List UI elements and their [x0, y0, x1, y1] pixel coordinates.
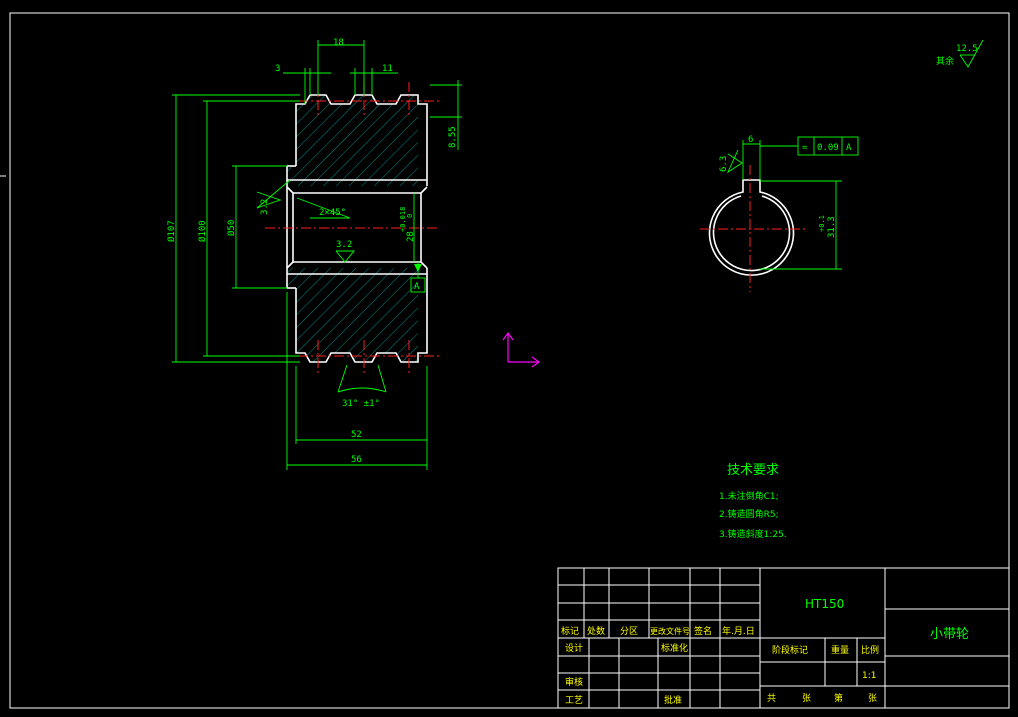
- dim-width-outer: 56: [351, 455, 362, 465]
- chamfer-tl: [286, 186, 294, 194]
- dim-groove-angle: 31° ±1°: [342, 399, 380, 409]
- keyway-width: 6: [748, 135, 753, 145]
- dim-bore-fit: 28: [406, 231, 416, 242]
- tol-datum: A: [846, 143, 852, 153]
- weight-label: 重量: [831, 644, 849, 656]
- dim-width-inner: 52: [351, 430, 362, 440]
- remainder-label: 其余: [936, 55, 954, 67]
- rev-header-5: 年.月.日: [722, 625, 755, 637]
- pulley-section-view: [265, 82, 440, 375]
- material: HT150: [805, 597, 844, 611]
- dim-bore-tol-lower: 0: [406, 214, 414, 218]
- dim-top-right: 11: [382, 64, 393, 74]
- scale-value: 1:1: [862, 671, 876, 681]
- standardize-label: 标准化: [661, 642, 688, 654]
- remainder-value: 12.5: [956, 44, 978, 54]
- roughness-left-symbol: [256, 179, 291, 209]
- ucs-icon: [502, 331, 541, 368]
- bore-keyway-outer: [708, 179, 795, 276]
- rev-header-0: 标记: [561, 625, 579, 637]
- part-name: 小带轮: [930, 627, 969, 642]
- upper-hatch: [287, 95, 418, 186]
- dim-dia-outer: Ø107: [166, 220, 177, 242]
- lower-hatch: [287, 268, 418, 362]
- tol-value: 0.09: [817, 143, 839, 153]
- sheet-3: 张: [868, 693, 877, 704]
- chamfer-bl: [286, 261, 294, 269]
- tech-item-2: 2.铸造圆角R5;: [719, 508, 779, 520]
- sheet-2: 第: [834, 692, 843, 704]
- dim-top-pitch: 18: [333, 38, 344, 48]
- sheet-1: 张: [802, 693, 811, 704]
- tech-item-1: 1.未注倒角C1;: [719, 490, 779, 502]
- tech-item-3: 3.铸造斜度1:25.: [719, 528, 787, 540]
- chamfer-br: [420, 261, 428, 269]
- remainder-roughness: 其余 12.5: [936, 39, 984, 68]
- dim-dia-hub: Ø50: [226, 220, 237, 236]
- dim-bore-tol-upper: +0.018: [399, 207, 407, 232]
- chamfer-tr: [420, 186, 428, 194]
- rev-header-4: 签名: [694, 625, 712, 637]
- stage-mark: 阶段标记: [772, 644, 808, 656]
- review-label: 审核: [565, 676, 583, 688]
- roughness-bore-symbol: [335, 250, 355, 263]
- main-dimensions: 18 3 11 8.55 Ø107 Ø100 Ø50 3.2: [166, 38, 462, 470]
- keyway-section: 6 6.3 = 0.09 A 31.3 +0.1: [700, 135, 859, 292]
- roughness-bore: 3.2: [336, 240, 352, 250]
- keyway-depth: 31.3: [827, 216, 837, 238]
- design-label: 设计: [565, 642, 583, 654]
- rev-header-2: 分区: [620, 626, 638, 637]
- sheet-border: [9, 12, 1010, 709]
- dim-dia-pitch: Ø100: [197, 220, 208, 242]
- title-block: 标记 处数 分区 更改文件号 签名 年.月.日 设计 标准化 审核 工艺 批准 …: [557, 567, 1010, 709]
- keyway-roughness: 6.3: [719, 156, 729, 172]
- datum-label: A: [414, 282, 420, 292]
- dim-top-left: 3: [275, 64, 280, 74]
- approve-label: 批准: [664, 694, 682, 706]
- rev-header-1: 处数: [587, 625, 605, 637]
- tech-title: 技术要求: [727, 463, 779, 478]
- bore-keyway-inner: [712, 195, 791, 272]
- keyway-tol: +0.1: [818, 215, 826, 232]
- dim-bore-chamfer: 2×45°: [319, 208, 346, 218]
- dim-groove-depth: 8.55: [448, 126, 458, 148]
- datum-box: [410, 277, 426, 293]
- sheet-0: 共: [767, 693, 776, 704]
- tolerance-frame: [797, 136, 859, 156]
- tol-symbol: =: [802, 143, 808, 153]
- scale-label: 比例: [861, 644, 879, 656]
- rev-header-3: 更改文件号: [650, 626, 690, 636]
- process-label: 工艺: [565, 695, 583, 706]
- roughness-left: 3.2: [260, 199, 270, 215]
- tech-requirements: 技术要求 1.未注倒角C1; 2.铸造圆角R5; 3.铸造斜度1:25.: [719, 463, 787, 540]
